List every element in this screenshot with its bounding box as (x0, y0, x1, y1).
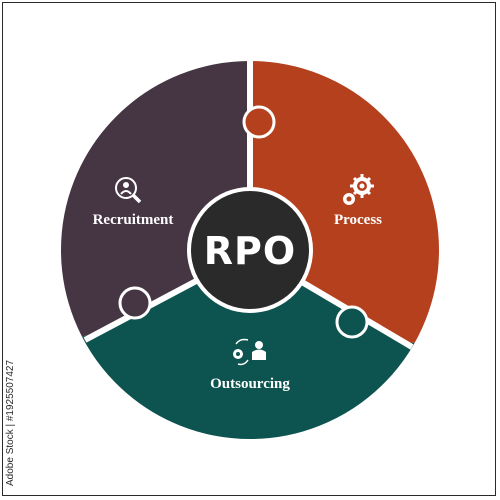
segment-outsourcing (60, 250, 440, 440)
puzzle-tab-right (335, 305, 369, 339)
outsourcing-person-icon (233, 338, 266, 366)
label-process: Process (334, 212, 382, 228)
search-person-icon (115, 177, 142, 204)
label-recruitment: Recruitment (93, 212, 174, 228)
outer-ring (59, 59, 441, 441)
puzzle-tab-left (118, 286, 152, 320)
stock-id: Adobe Stock | #1925507427 (5, 359, 16, 486)
label-outsourcing: Outsourcing (210, 376, 290, 392)
center-label: RPO (204, 229, 296, 273)
gears-icon (343, 174, 374, 205)
center-circle (191, 191, 309, 309)
puzzle-tab-top (242, 105, 276, 139)
